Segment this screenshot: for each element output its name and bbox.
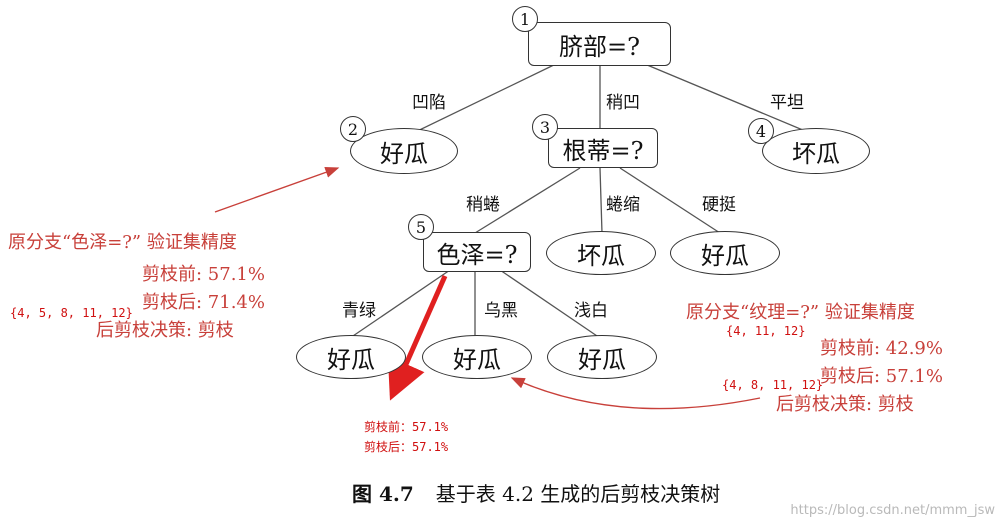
edge-1-2 <box>404 61 561 138</box>
right-annotation-after: 剪枝后: 57.1% <box>820 366 943 387</box>
figure-caption-text: 基于表 4.2 生成的后剪枝决策树 <box>435 482 721 506</box>
leaf-label: 好瓜 <box>327 345 375 374</box>
node-5-label: 色泽=? <box>436 240 518 269</box>
edge-5-left <box>349 269 451 339</box>
node-3-label: 根蒂=? <box>562 136 644 165</box>
annotation-arrow-left <box>214 166 340 213</box>
left-annotation-after: 剪枝后: 71.4% <box>142 292 265 313</box>
edge-1-4 <box>639 61 811 134</box>
leaf-node-5-mid: 好瓜 <box>422 335 532 379</box>
edge-label-slightly-curled: 稍蜷 <box>466 195 500 215</box>
leaf-label: 好瓜 <box>701 241 749 270</box>
left-annotation-set: {4, 5, 8, 11, 12} <box>10 306 133 320</box>
right-annotation-before: 剪枝前: 42.9% <box>820 338 943 359</box>
edge-5-right <box>499 269 601 339</box>
node-5: 色泽=? <box>423 232 531 272</box>
edge-label-concave: 凹陷 <box>412 93 446 113</box>
figure-number: 图 4.7 <box>352 482 414 506</box>
edge-label-curled: 蜷缩 <box>606 195 640 215</box>
node-2-label: 好瓜 <box>380 139 428 168</box>
leaf-node-5-left: 好瓜 <box>296 335 406 379</box>
leaf-label: 好瓜 <box>453 345 501 374</box>
edge-3-mid <box>599 167 603 234</box>
leaf-node-5-right: 好瓜 <box>547 335 657 379</box>
left-annotation-decision: 后剪枝决策: 剪枝 <box>96 320 234 341</box>
leaf-node-3-mid: 坏瓜 <box>546 231 656 275</box>
right-annotation-set-2: {4, 8, 11, 12} <box>722 378 824 392</box>
node-number-1: 1 <box>512 6 538 32</box>
edge-label-light: 浅白 <box>574 301 608 321</box>
edge-label-slightly-concave: 稍凹 <box>606 93 640 113</box>
node-number-5: 5 <box>408 214 434 240</box>
figure-caption: 图 4.7 基于表 4.2 生成的后剪枝决策树 <box>352 478 720 507</box>
bottom-annotation-before: 剪枝前：57.1% <box>364 420 449 434</box>
left-annotation-title: 原分支“色泽=?” 验证集精度 <box>8 232 237 253</box>
annotation-arrow-right <box>510 377 761 410</box>
node-3: 根蒂=? <box>548 128 658 168</box>
node-1-label: 脐部=? <box>559 32 640 61</box>
leaf-label: 坏瓜 <box>577 241 625 270</box>
node-number-2: 2 <box>340 116 366 142</box>
watermark: https://blog.csdn.net/mmm_jsw <box>790 503 995 518</box>
edge-3-right <box>619 167 721 234</box>
node-number-4: 4 <box>748 118 774 144</box>
node-number-3: 3 <box>532 114 558 140</box>
edge-label-stiff: 硬挺 <box>702 195 736 215</box>
node-1: 脐部=? <box>528 22 671 66</box>
node-4-label: 坏瓜 <box>792 139 840 168</box>
right-annotation-decision: 后剪枝决策: 剪枝 <box>776 394 914 415</box>
node-4: 坏瓜 <box>762 128 870 174</box>
annotation-arrow-bottom <box>387 274 448 401</box>
right-annotation-set-1: {4, 11, 12} <box>726 324 806 338</box>
leaf-label: 好瓜 <box>578 345 626 374</box>
bottom-annotation-after: 剪枝后：57.1% <box>364 440 449 454</box>
edge-3-5 <box>474 167 581 234</box>
edge-label-green: 青绿 <box>342 301 376 321</box>
leaf-node-3-right: 好瓜 <box>670 231 780 275</box>
right-annotation-title: 原分支“纹理=?” 验证集精度 <box>686 302 915 323</box>
node-2: 好瓜 <box>350 128 458 174</box>
edge-label-black: 乌黑 <box>484 301 518 321</box>
edge-label-flat: 平坦 <box>770 93 804 113</box>
left-annotation-before: 剪枝前: 57.1% <box>142 264 265 285</box>
